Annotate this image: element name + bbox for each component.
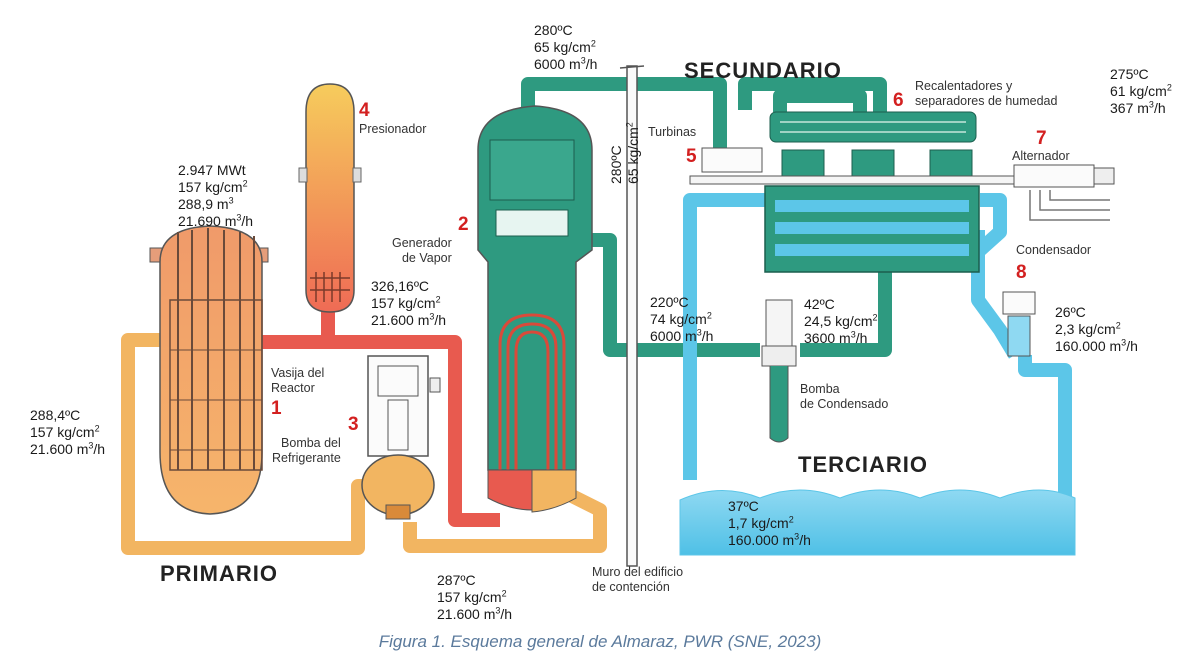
pressurizer: [298, 83, 362, 313]
generator: [1013, 164, 1115, 188]
number-1: 1: [271, 398, 282, 419]
figure-caption: Figura 1. Esquema general de Almaraz, PW…: [378, 632, 822, 651]
number-6: 6: [893, 90, 904, 111]
number-8: 8: [1016, 262, 1027, 283]
reading-cooling-inlet: 26ºC 2,3 kg/cm2 160.000 m3/h: [1055, 304, 1138, 354]
primary-cold-leg: [121, 333, 607, 555]
label-condensador: Condensador: [1016, 243, 1092, 257]
label-presionador: Presionador: [359, 122, 427, 136]
number-2: 2: [458, 214, 469, 235]
cooling-water-pump: [1002, 291, 1036, 357]
cooling-pool: [679, 489, 1076, 556]
label-turbinas: Turbinas: [648, 125, 697, 139]
label-alternador: Alternador: [1012, 149, 1070, 163]
number-3: 3: [348, 414, 359, 435]
number-4: 4: [359, 100, 370, 121]
number-7: 7: [1036, 128, 1047, 149]
primary-hot-leg: [262, 310, 500, 527]
reactor-coolant-pump: [361, 355, 441, 520]
reading-feed: 220ºC 74 kg/cm2 6000 m3/h: [650, 294, 714, 344]
condensate-pump: [761, 299, 797, 443]
section-terciario: TERCIARIO: [798, 452, 928, 477]
reading-turbine-vertical: 280ºC 65 kg/cm2: [608, 122, 641, 184]
reactor-vessel: [149, 225, 269, 515]
reading-reheater: 275ºC 61 kg/cm2 367 m3/h: [1110, 66, 1172, 116]
reading-pump-out: 287ºC 157 kg/cm2 21.600 m3/h: [437, 572, 513, 622]
reading-hot-leg: 326,16ºC 157 kg/cm2 21.600 m3/h: [371, 278, 447, 328]
reading-condensate-pump: 42ºC 24,5 kg/cm2 3600 m3/h: [804, 296, 878, 346]
reading-steam: 280ºC 65 kg/cm2 6000 m3/h: [534, 22, 598, 72]
turbines: [689, 111, 1017, 185]
containment-wall: [619, 65, 645, 567]
section-primario: PRIMARIO: [160, 561, 278, 586]
condenser: [764, 185, 1110, 273]
steam-generator: [477, 105, 593, 513]
section-secundario: SECUNDARIO: [684, 58, 842, 83]
reading-reactor: 2.947 MWt 157 kg/cm2 288,9 m3 21.690 m3/…: [178, 162, 254, 229]
reading-pool: 37ºC 1,7 kg/cm2 160.000 m3/h: [728, 498, 811, 548]
reading-cold-in: 288,4ºC 157 kg/cm2 21.600 m3/h: [30, 407, 106, 457]
number-5: 5: [686, 146, 697, 167]
